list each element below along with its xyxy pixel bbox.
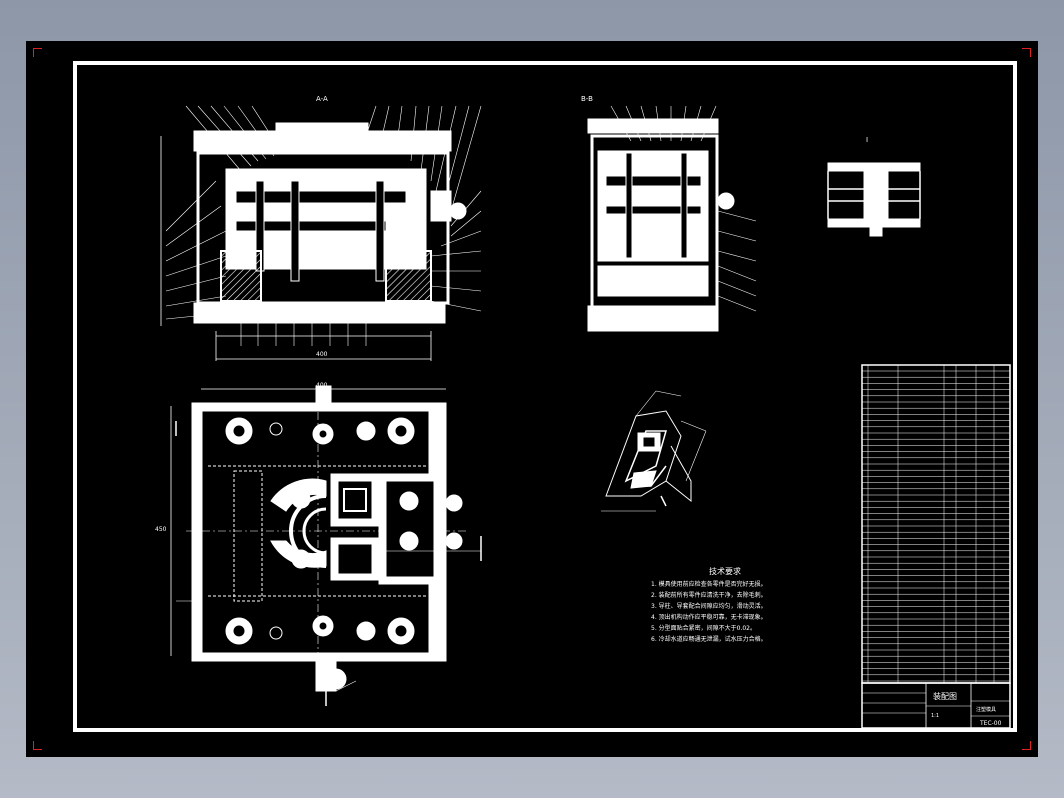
section-view-b: B-B bbox=[581, 95, 757, 332]
notes-line-1: 1. 模具使用前应检查各零件是否完好无损。 bbox=[651, 580, 767, 588]
drawing-viewport[interactable]: A-A 400 bbox=[26, 41, 1038, 757]
notes-title: 技术要求 bbox=[709, 566, 741, 576]
notes-line-5: 5. 分型面贴合紧密，间隙不大于0.02。 bbox=[651, 624, 756, 632]
notes-line-6: 6. 冷却水道应畅通无泄漏，试水压力合格。 bbox=[651, 635, 767, 643]
detail-view-i: I bbox=[827, 136, 921, 237]
isometric-part bbox=[601, 390, 707, 512]
detail-label-i: I bbox=[866, 136, 868, 144]
corner-mark-tl bbox=[33, 48, 42, 57]
corner-mark-br bbox=[1022, 741, 1031, 750]
corner-mark-bl bbox=[33, 741, 42, 750]
section-label-a: A-A bbox=[316, 95, 328, 103]
title-block: 装配图 注塑模具 TEC-00 1:1 bbox=[861, 682, 1011, 729]
section-view-a: A-A 400 bbox=[160, 95, 482, 361]
drawing-frame bbox=[73, 61, 1017, 732]
title-block-company: 注塑模具 bbox=[976, 706, 996, 713]
section-label-b: B-B bbox=[581, 95, 593, 103]
dim-plan-height: 450 bbox=[155, 526, 167, 533]
notes-line-2: 2. 装配前所有零件应清洗干净，去除毛刺。 bbox=[651, 591, 767, 599]
corner-mark-tr bbox=[1022, 48, 1031, 57]
parts-list bbox=[861, 364, 1011, 684]
technical-notes: 技术要求 1. 模具使用前应检查各零件是否完好无损。 2. 装配前所有零件应清洗… bbox=[651, 566, 767, 643]
plan-view: 400 450 bbox=[155, 382, 482, 706]
notes-line-3: 3. 导柱、导套配合间隙应均匀，滑动灵活。 bbox=[651, 602, 767, 610]
dim-front-width: 400 bbox=[316, 351, 328, 358]
title-block-code: TEC-00 bbox=[979, 720, 1002, 727]
title-block-name: 装配图 bbox=[933, 691, 957, 701]
title-block-scale: 1:1 bbox=[931, 713, 939, 719]
notes-line-4: 4. 顶出机构动作应平稳可靠，无卡滞现象。 bbox=[651, 613, 767, 621]
drawing-canvas: A-A 400 bbox=[73, 61, 1017, 732]
